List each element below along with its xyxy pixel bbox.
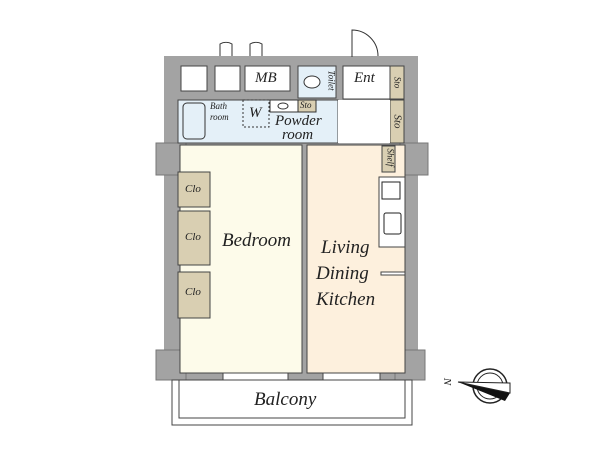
bath-label-2: room	[210, 112, 229, 122]
stove-icon	[381, 181, 401, 200]
sink-icon	[277, 102, 289, 110]
ldk-label-3: Kitchen	[316, 289, 376, 310]
closet-2-label: Clo	[185, 231, 201, 243]
storage-2-label: Sto	[391, 114, 404, 129]
ldk-partition	[380, 271, 406, 276]
shelf	[381, 145, 396, 173]
ldk-label-1: Living	[321, 237, 370, 258]
meter-box	[244, 65, 291, 92]
kitchen-sink-icon	[383, 212, 402, 235]
window-ldk	[322, 372, 381, 381]
shelf-label: Shelf	[385, 148, 396, 167]
storage-3-label: Sto	[300, 100, 312, 110]
storage-1	[389, 65, 405, 100]
mb-door-1	[219, 41, 233, 56]
mb-box-2	[214, 65, 241, 92]
toilet-icon	[303, 75, 321, 89]
ldk-label-2: Dining	[316, 263, 369, 284]
mb-door-2	[249, 41, 263, 56]
balcony-inner	[178, 379, 406, 419]
washer-label: W	[249, 105, 262, 121]
closet-3	[177, 271, 211, 319]
hallway	[338, 100, 390, 143]
storage-3	[297, 99, 317, 113]
window-bedroom	[222, 372, 289, 381]
entrance-door	[351, 29, 379, 57]
entrance-label: Ent	[354, 70, 375, 86]
balcony-label: Balcony	[254, 389, 317, 410]
powder-room-label-2: room	[282, 127, 314, 143]
compass-north-label: N	[441, 377, 454, 386]
meter-box-label: MB	[255, 70, 277, 86]
bath-label-1: Bath	[210, 101, 227, 111]
bedroom-label: Bedroom	[222, 230, 291, 251]
storage-1-label: Sto	[392, 76, 403, 89]
closet-3-label: Clo	[185, 286, 201, 298]
bathtub-icon	[182, 102, 206, 140]
washer-space	[242, 99, 270, 128]
closet-1-label: Clo	[185, 183, 201, 195]
toilet-label: Toilet	[326, 70, 337, 91]
powder-room-label-1: Powder	[275, 113, 322, 129]
closet-2	[177, 210, 211, 266]
closet-1	[177, 171, 211, 208]
mb-box-1	[180, 65, 208, 92]
compass-icon	[457, 368, 511, 404]
